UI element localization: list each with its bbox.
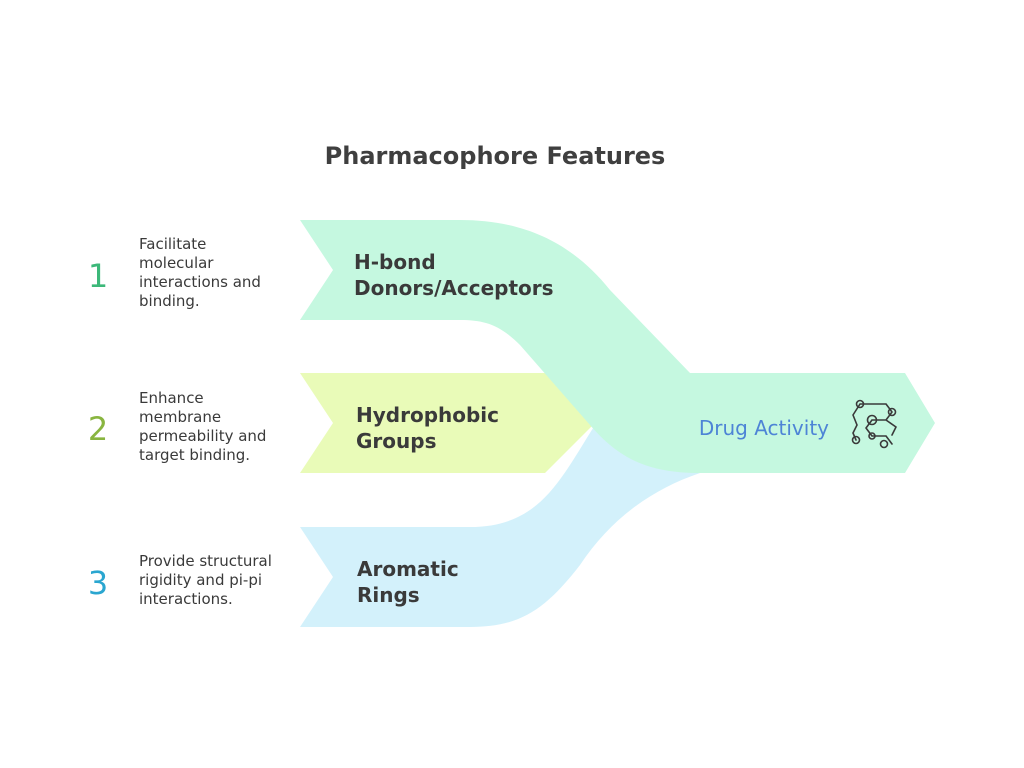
- feature-number-1: 1: [88, 257, 108, 295]
- feature-label-2: Hydrophobic Groups: [356, 403, 506, 453]
- band-hydrophobic-groups: [300, 373, 595, 473]
- feature-description-2: Enhance membrane permeability and target…: [139, 389, 271, 464]
- band-h-bond-donors-acceptors: [300, 220, 935, 473]
- molecule-network-icon: [851, 399, 897, 449]
- feature-description-1: Facilitate molecular interactions and bi…: [139, 235, 266, 310]
- diagram-title: Pharmacophore Features: [325, 142, 666, 170]
- band-aromatic-rings: [300, 425, 700, 627]
- feature-label-3: Aromatic Rings: [357, 557, 466, 607]
- output-label: Drug Activity: [699, 416, 829, 440]
- feature-number-3: 3: [88, 564, 108, 602]
- feature-number-2: 2: [88, 410, 108, 448]
- feature-label-1: H-bond Donors/Acceptors: [354, 250, 554, 300]
- feature-description-3: Provide structural rigidity and pi-pi in…: [139, 552, 277, 608]
